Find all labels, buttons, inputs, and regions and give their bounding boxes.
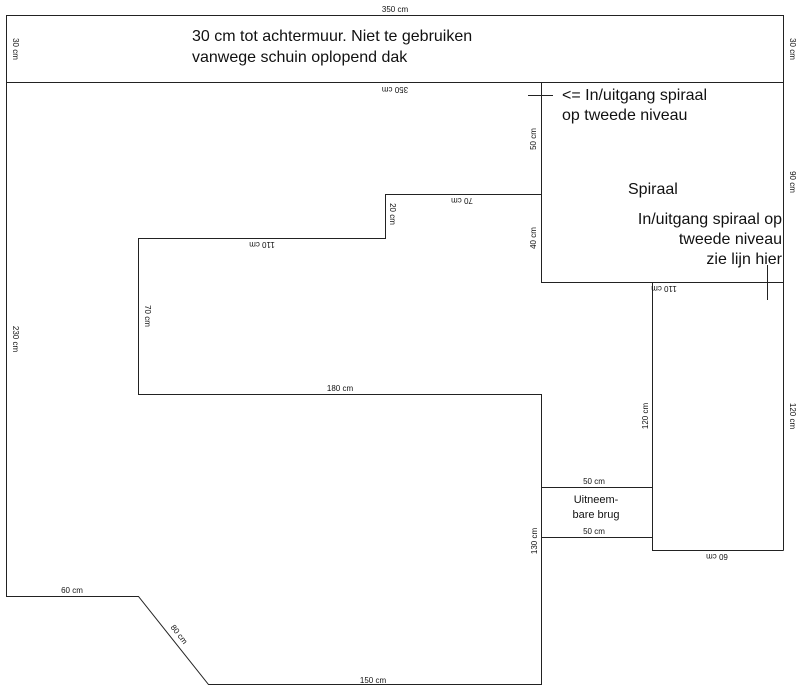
dim-right-column-inner: 120 cm <box>641 403 650 430</box>
dim-upper-ledge: 110 cm <box>249 240 275 249</box>
dim-spiral-right: 90 cm <box>788 171 797 193</box>
dim-notch-height: 70 cm <box>143 305 152 327</box>
spiral-block-outline <box>541 82 784 283</box>
dim-spiral-lower-left: 40 cm <box>529 227 538 249</box>
dim-step-drop: 20 cm <box>388 203 397 225</box>
dim-mid-span: 180 cm <box>327 384 354 393</box>
top-wall-note-2: vanwege schuin oplopend dak <box>192 49 408 66</box>
dim-top-width: 350 cm <box>382 5 409 14</box>
spiral-exit-note-1: In/uitgang spiraal op <box>638 211 782 228</box>
bridge-note-1: Uitneem- <box>574 494 619 506</box>
right-column-outline <box>652 282 784 551</box>
spiral-exit-note-2: tweede niveau <box>679 231 782 248</box>
dim-step-top: 70 cm <box>451 196 473 205</box>
dim-entrance-segment: 50 cm <box>529 128 538 150</box>
dim-top-left-depth: 30 cm <box>11 38 20 60</box>
dim-right-column-bottom: 60 cm <box>706 552 728 561</box>
dim-diagonal: 80 cm <box>169 623 190 646</box>
dim-right-column-outer: 120 cm <box>788 403 797 430</box>
bridge-note-2: bare brug <box>572 509 619 521</box>
dim-top-right-depth: 30 cm <box>788 38 797 60</box>
dim-bridge-bottom: 50 cm <box>583 527 605 536</box>
dim-bottom: 150 cm <box>360 676 387 685</box>
entrance-note-2: op tweede niveau <box>562 107 687 124</box>
dim-inner-top-width: 350 cm <box>382 85 409 94</box>
dim-lower-drop: 130 cm <box>530 528 539 555</box>
dim-spiral-bottom: 110 cm <box>651 284 677 293</box>
entrance-note-1: <= In/uitgang spiraal <box>562 87 707 104</box>
top-wall-strip <box>6 15 784 83</box>
spiral-label: Spiraal <box>628 181 678 198</box>
top-wall-note-1: 30 cm tot achtermuur. Niet te gebruiken <box>192 28 472 45</box>
outline-main <box>6 82 542 685</box>
dim-bottom-left: 60 cm <box>61 586 83 595</box>
spiral-exit-note-3: zie lijn hier <box>706 251 782 268</box>
dim-bridge-top: 50 cm <box>583 477 605 486</box>
dim-left-height: 230 cm <box>11 326 20 353</box>
